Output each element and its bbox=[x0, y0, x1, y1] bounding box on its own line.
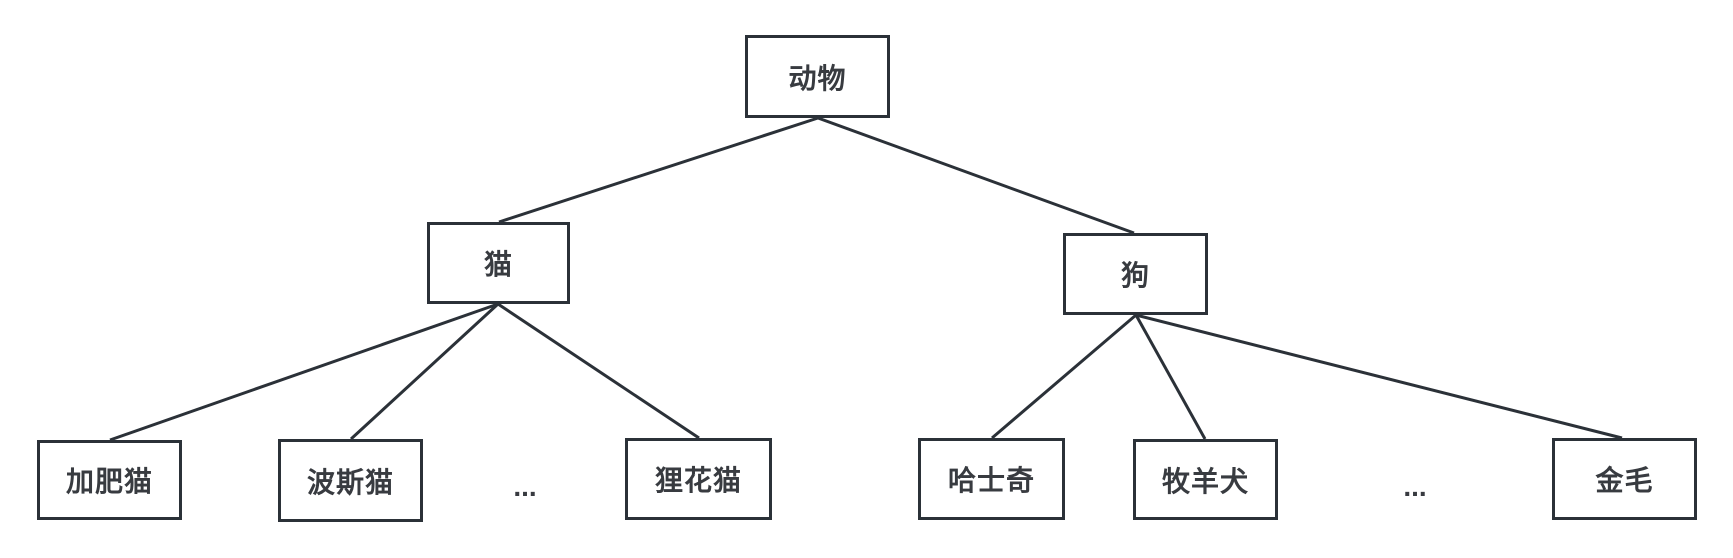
edge-animal-dog bbox=[817, 116, 1135, 235]
node-fat-cat[interactable]: 加肥猫 bbox=[37, 440, 182, 520]
node-dog[interactable]: 狗 bbox=[1063, 233, 1208, 315]
node-husky-label: 哈士奇 bbox=[947, 465, 1035, 496]
node-golden[interactable]: 金毛 bbox=[1552, 438, 1697, 520]
ellipsis-more-dogs: ... bbox=[1403, 471, 1427, 502]
node-husky[interactable]: 哈士奇 bbox=[918, 438, 1065, 520]
edge-dog-husky bbox=[991, 313, 1137, 440]
node-fat-cat-label: 加肥猫 bbox=[65, 466, 153, 497]
node-animal[interactable]: 动物 bbox=[745, 35, 890, 118]
node-cat[interactable]: 猫 bbox=[427, 222, 570, 304]
node-persian-label: 波斯猫 bbox=[306, 466, 394, 498]
node-lihua-label: 狸花猫 bbox=[654, 465, 742, 496]
node-golden-label: 金毛 bbox=[1595, 465, 1654, 496]
node-animal-label: 动物 bbox=[788, 62, 847, 94]
edge-cat-persian bbox=[349, 302, 500, 441]
node-shepherd[interactable]: 牧羊犬 bbox=[1133, 439, 1278, 520]
edge-cat-fat-cat bbox=[109, 302, 499, 442]
node-shepherd-label: 牧羊犬 bbox=[1161, 465, 1249, 497]
edge-cat-lihua bbox=[497, 302, 700, 440]
node-persian[interactable]: 波斯猫 bbox=[278, 439, 423, 522]
node-lihua[interactable]: 狸花猫 bbox=[625, 438, 772, 520]
node-cat-label: 猫 bbox=[483, 249, 513, 280]
edge-dog-golden bbox=[1135, 313, 1623, 440]
ellipsis-more-cats: ... bbox=[513, 471, 537, 502]
edge-dog-shepherd bbox=[1134, 314, 1207, 440]
edge-animal-cat bbox=[498, 116, 819, 224]
node-dog-label: 狗 bbox=[1120, 260, 1150, 291]
